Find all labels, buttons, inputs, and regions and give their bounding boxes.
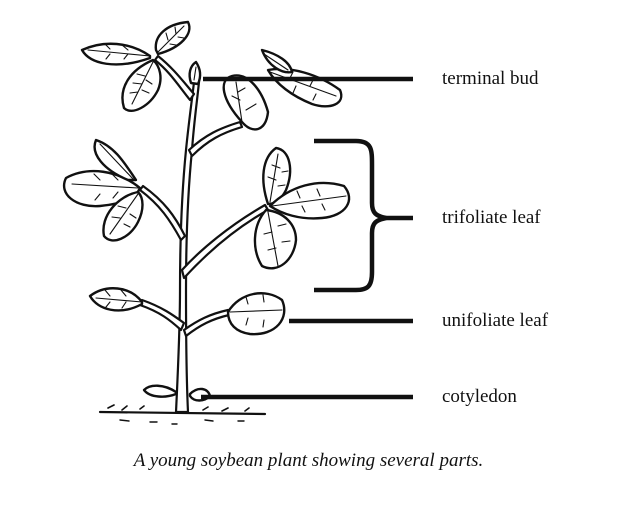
top-right-leaflets xyxy=(222,48,343,131)
upper-left-trifoliate xyxy=(63,138,144,242)
unifoliate-leaf-label: unifoliate leaf xyxy=(442,310,549,331)
cotyledon-label: cotyledon xyxy=(442,386,517,407)
terminal-bud-label: terminal bud xyxy=(442,68,539,89)
top-left-leaflets xyxy=(80,20,191,112)
unifoliate-leaf xyxy=(226,292,286,336)
unifoliate-leaf-left xyxy=(88,287,144,312)
cotyledon xyxy=(142,384,212,402)
terminal-bud xyxy=(188,60,202,86)
trifoliate-leaf-label: trifoliate leaf xyxy=(442,207,541,228)
label-pointers xyxy=(201,76,413,400)
main-stem xyxy=(174,80,201,414)
trifoliate-leaf xyxy=(253,146,351,270)
branches xyxy=(138,54,270,338)
figure-caption: A young soybean plant showing several pa… xyxy=(133,450,484,471)
